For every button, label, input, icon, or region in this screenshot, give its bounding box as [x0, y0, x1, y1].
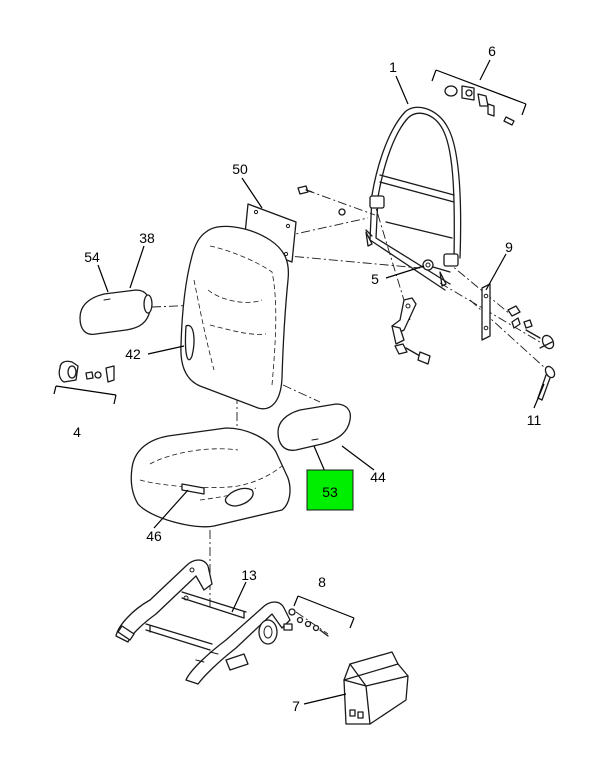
callout-6: 6	[488, 43, 496, 59]
fasteners-right	[507, 305, 556, 401]
callout-42: 42	[125, 346, 141, 362]
callout-44: 44	[370, 469, 386, 485]
armrest-right-44	[277, 403, 352, 451]
linkage-bracket	[391, 297, 431, 365]
callout-4: 4	[73, 424, 81, 440]
callout-38: 38	[139, 230, 155, 246]
callout-1: 1	[389, 59, 397, 75]
seat-cushion	[130, 427, 291, 528]
leader-lines	[97, 59, 545, 705]
seat-frame-13	[115, 559, 291, 685]
callout-46: 46	[146, 528, 162, 544]
latch-kit-4	[53, 360, 117, 405]
callout-13: 13	[241, 567, 257, 583]
callout-11: 11	[527, 412, 542, 428]
bracket-9	[481, 283, 491, 341]
callout-53: 53	[322, 484, 338, 500]
highlight-53-box[interactable]	[306, 469, 354, 511]
hardware-kit-6	[431, 69, 527, 126]
highlight-53-group[interactable]: 53	[306, 469, 354, 511]
seat-back-frame	[365, 106, 462, 291]
callout-5: 5	[371, 271, 379, 287]
backrest-cushion	[180, 225, 290, 410]
bolt-5	[422, 259, 451, 273]
fasteners-top	[297, 185, 373, 237]
callout-9: 9	[505, 239, 513, 255]
callout-labels: 1 6 50 38 54 5 9 42 4 11 44 46 13 8 7	[73, 43, 541, 714]
callout-54: 54	[84, 249, 100, 265]
callout-7: 7	[292, 698, 300, 714]
callout-8: 8	[318, 574, 326, 590]
riser-7	[343, 651, 409, 725]
fastener-kit-8	[283, 595, 355, 637]
callout-50: 50	[232, 161, 248, 177]
armrest-left-38	[79, 289, 153, 336]
